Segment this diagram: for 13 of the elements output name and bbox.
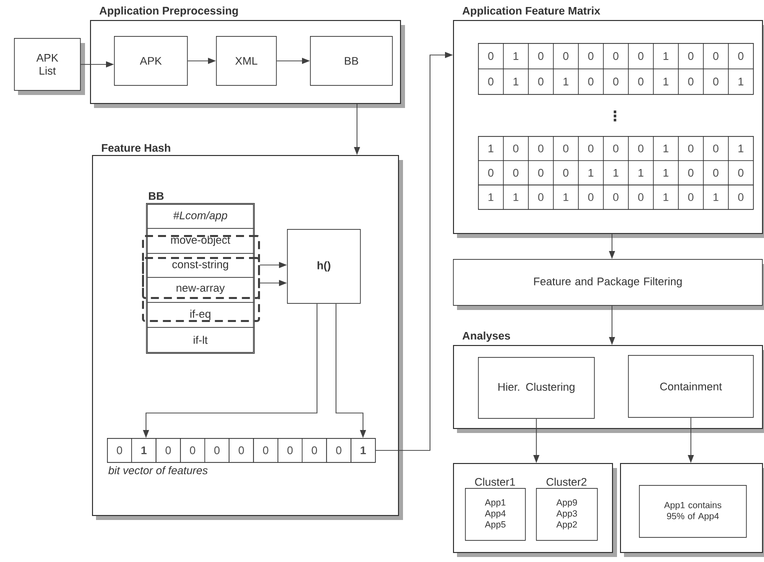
panel-heading: Application Feature Matrix [462,6,600,17]
process-box: APK List [14,38,85,95]
process-box: Containment [628,355,754,418]
panel-heading: Analyses [462,332,510,342]
panel-heading: Feature Hash [102,144,170,152]
process-box: Hier. Clustering [478,357,595,419]
panel-heading: Application Preprocessing [99,6,238,17]
process-box: Feature and Package Filtering [453,259,764,310]
process-box: App1 contains 95% of App4 [639,485,747,538]
list-box: App1 App4 App5 [465,488,526,541]
list-box: App9 App3 App2 [536,488,598,541]
cluster-heading: Cluster2 [546,478,586,486]
cluster-heading: Cluster1 [475,478,515,486]
